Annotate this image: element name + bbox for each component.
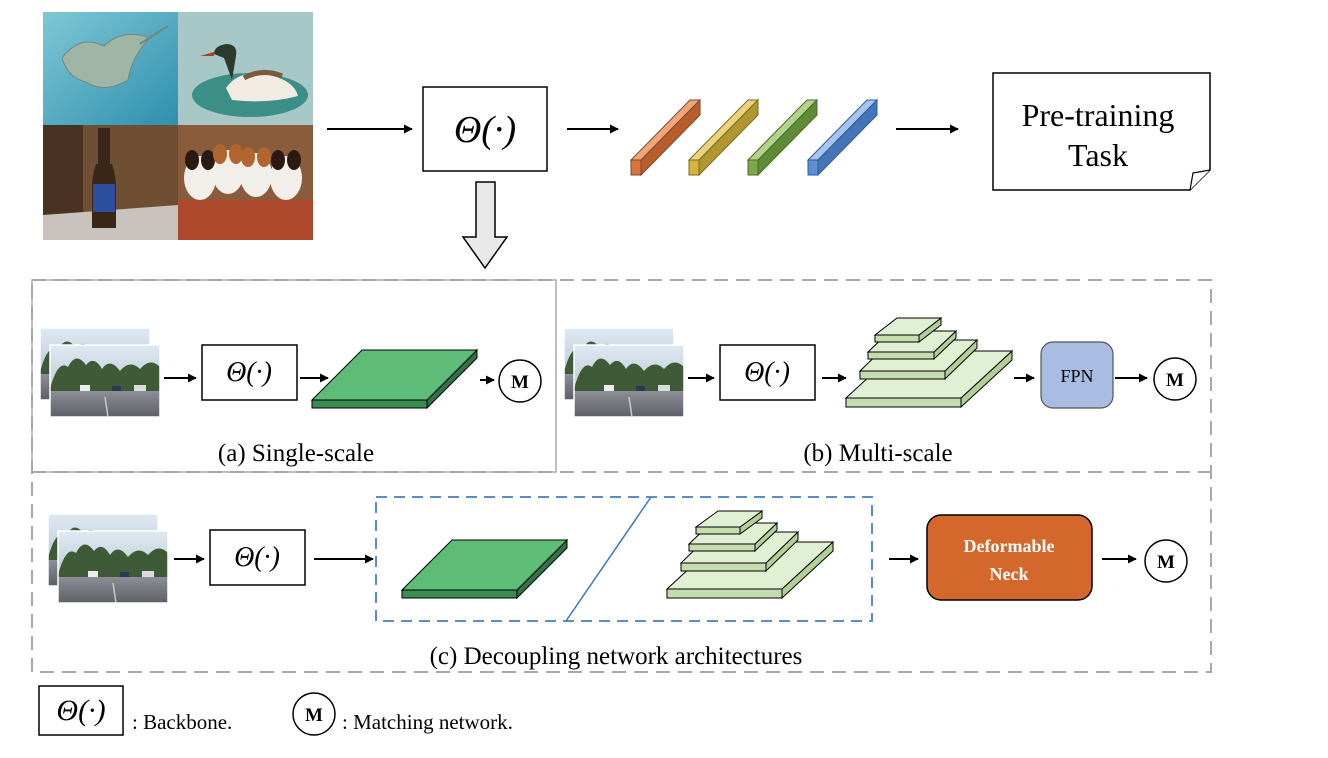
decoupling-options-box [375, 496, 873, 622]
backbone-box-top: Θ(·) [422, 86, 548, 172]
backbone-box-b [719, 344, 816, 401]
matching-symbol-c: M [1157, 552, 1175, 573]
feature-pyramid-b [844, 316, 1014, 409]
legend-matching-text: : Matching network. [342, 710, 513, 734]
pyramid-c-level-4 [694, 510, 764, 535]
dogs-image [178, 125, 313, 240]
pretraining-task-line2: Task [1068, 137, 1128, 173]
deformable-neck-box: Deformable Neck [926, 514, 1093, 601]
street-image-stack-c [47, 513, 169, 604]
legend: Θ(·) : Backbone. M : Matching network. [38, 685, 513, 736]
legend-matching-circle [292, 692, 336, 736]
duck-image [178, 12, 313, 125]
fpn-box: FPN [1040, 341, 1114, 409]
legend-matching-symbol: M [305, 705, 323, 726]
feature-pyramid-c [665, 510, 835, 600]
section-a-label: (a) Single-scale [218, 440, 374, 467]
street-image-stack-a [39, 327, 161, 418]
section-dividers [31, 279, 1212, 673]
section-single-scale: Θ(·) M (a) Single-scale [39, 327, 542, 467]
feature-vector-green [746, 98, 819, 177]
backbone-box-a [201, 344, 298, 401]
backbone-symbol-a: Θ(·) [226, 357, 272, 388]
deformable-neck-line1: Deformable [964, 536, 1055, 556]
stingray-image [43, 12, 178, 125]
backbone-symbol-c: Θ(·) [234, 542, 280, 573]
decoupling-separator [565, 496, 652, 622]
backbone-symbol: Θ(·) [454, 109, 516, 151]
feature-vector-orange [629, 98, 702, 177]
matching-symbol-a: M [511, 372, 529, 393]
single-scale-feature-map [310, 348, 479, 410]
feature-vector-blue [806, 98, 879, 177]
hollow-down-arrow [461, 181, 509, 270]
legend-backbone-box [38, 685, 124, 736]
bottle-image [43, 125, 178, 240]
section-decoupling: Θ(·) [47, 496, 1188, 670]
sample-images-mosaic [43, 12, 313, 240]
pretraining-task-line1: Pre-training [1022, 97, 1175, 133]
pretraining-task-box: Pre-training Task [992, 72, 1211, 191]
feature-vector-yellow [687, 98, 760, 177]
section-b-label: (b) Multi-scale [803, 440, 952, 467]
matching-network-b: M [1153, 357, 1197, 401]
section-a-border [31, 279, 557, 473]
fpn-label: FPN [1060, 366, 1093, 386]
matching-network-c: M [1144, 539, 1188, 583]
section-multi-scale: Θ(·) [563, 316, 1197, 467]
legend-backbone-symbol: Θ(·) [56, 694, 105, 727]
matching-symbol-b: M [1166, 370, 1184, 391]
section-c-label: (c) Decoupling network architectures [430, 643, 803, 670]
deformable-neck-line2: Neck [990, 564, 1029, 584]
legend-backbone-text: : Backbone. [132, 710, 232, 734]
backbone-box-c [209, 529, 306, 586]
single-scale-feature-map-c [400, 538, 569, 600]
matching-network-a: M [498, 359, 542, 403]
backbone-symbol-b: Θ(·) [744, 357, 790, 388]
pyramid-level-4 [873, 316, 943, 344]
street-image-stack-b [563, 327, 685, 418]
